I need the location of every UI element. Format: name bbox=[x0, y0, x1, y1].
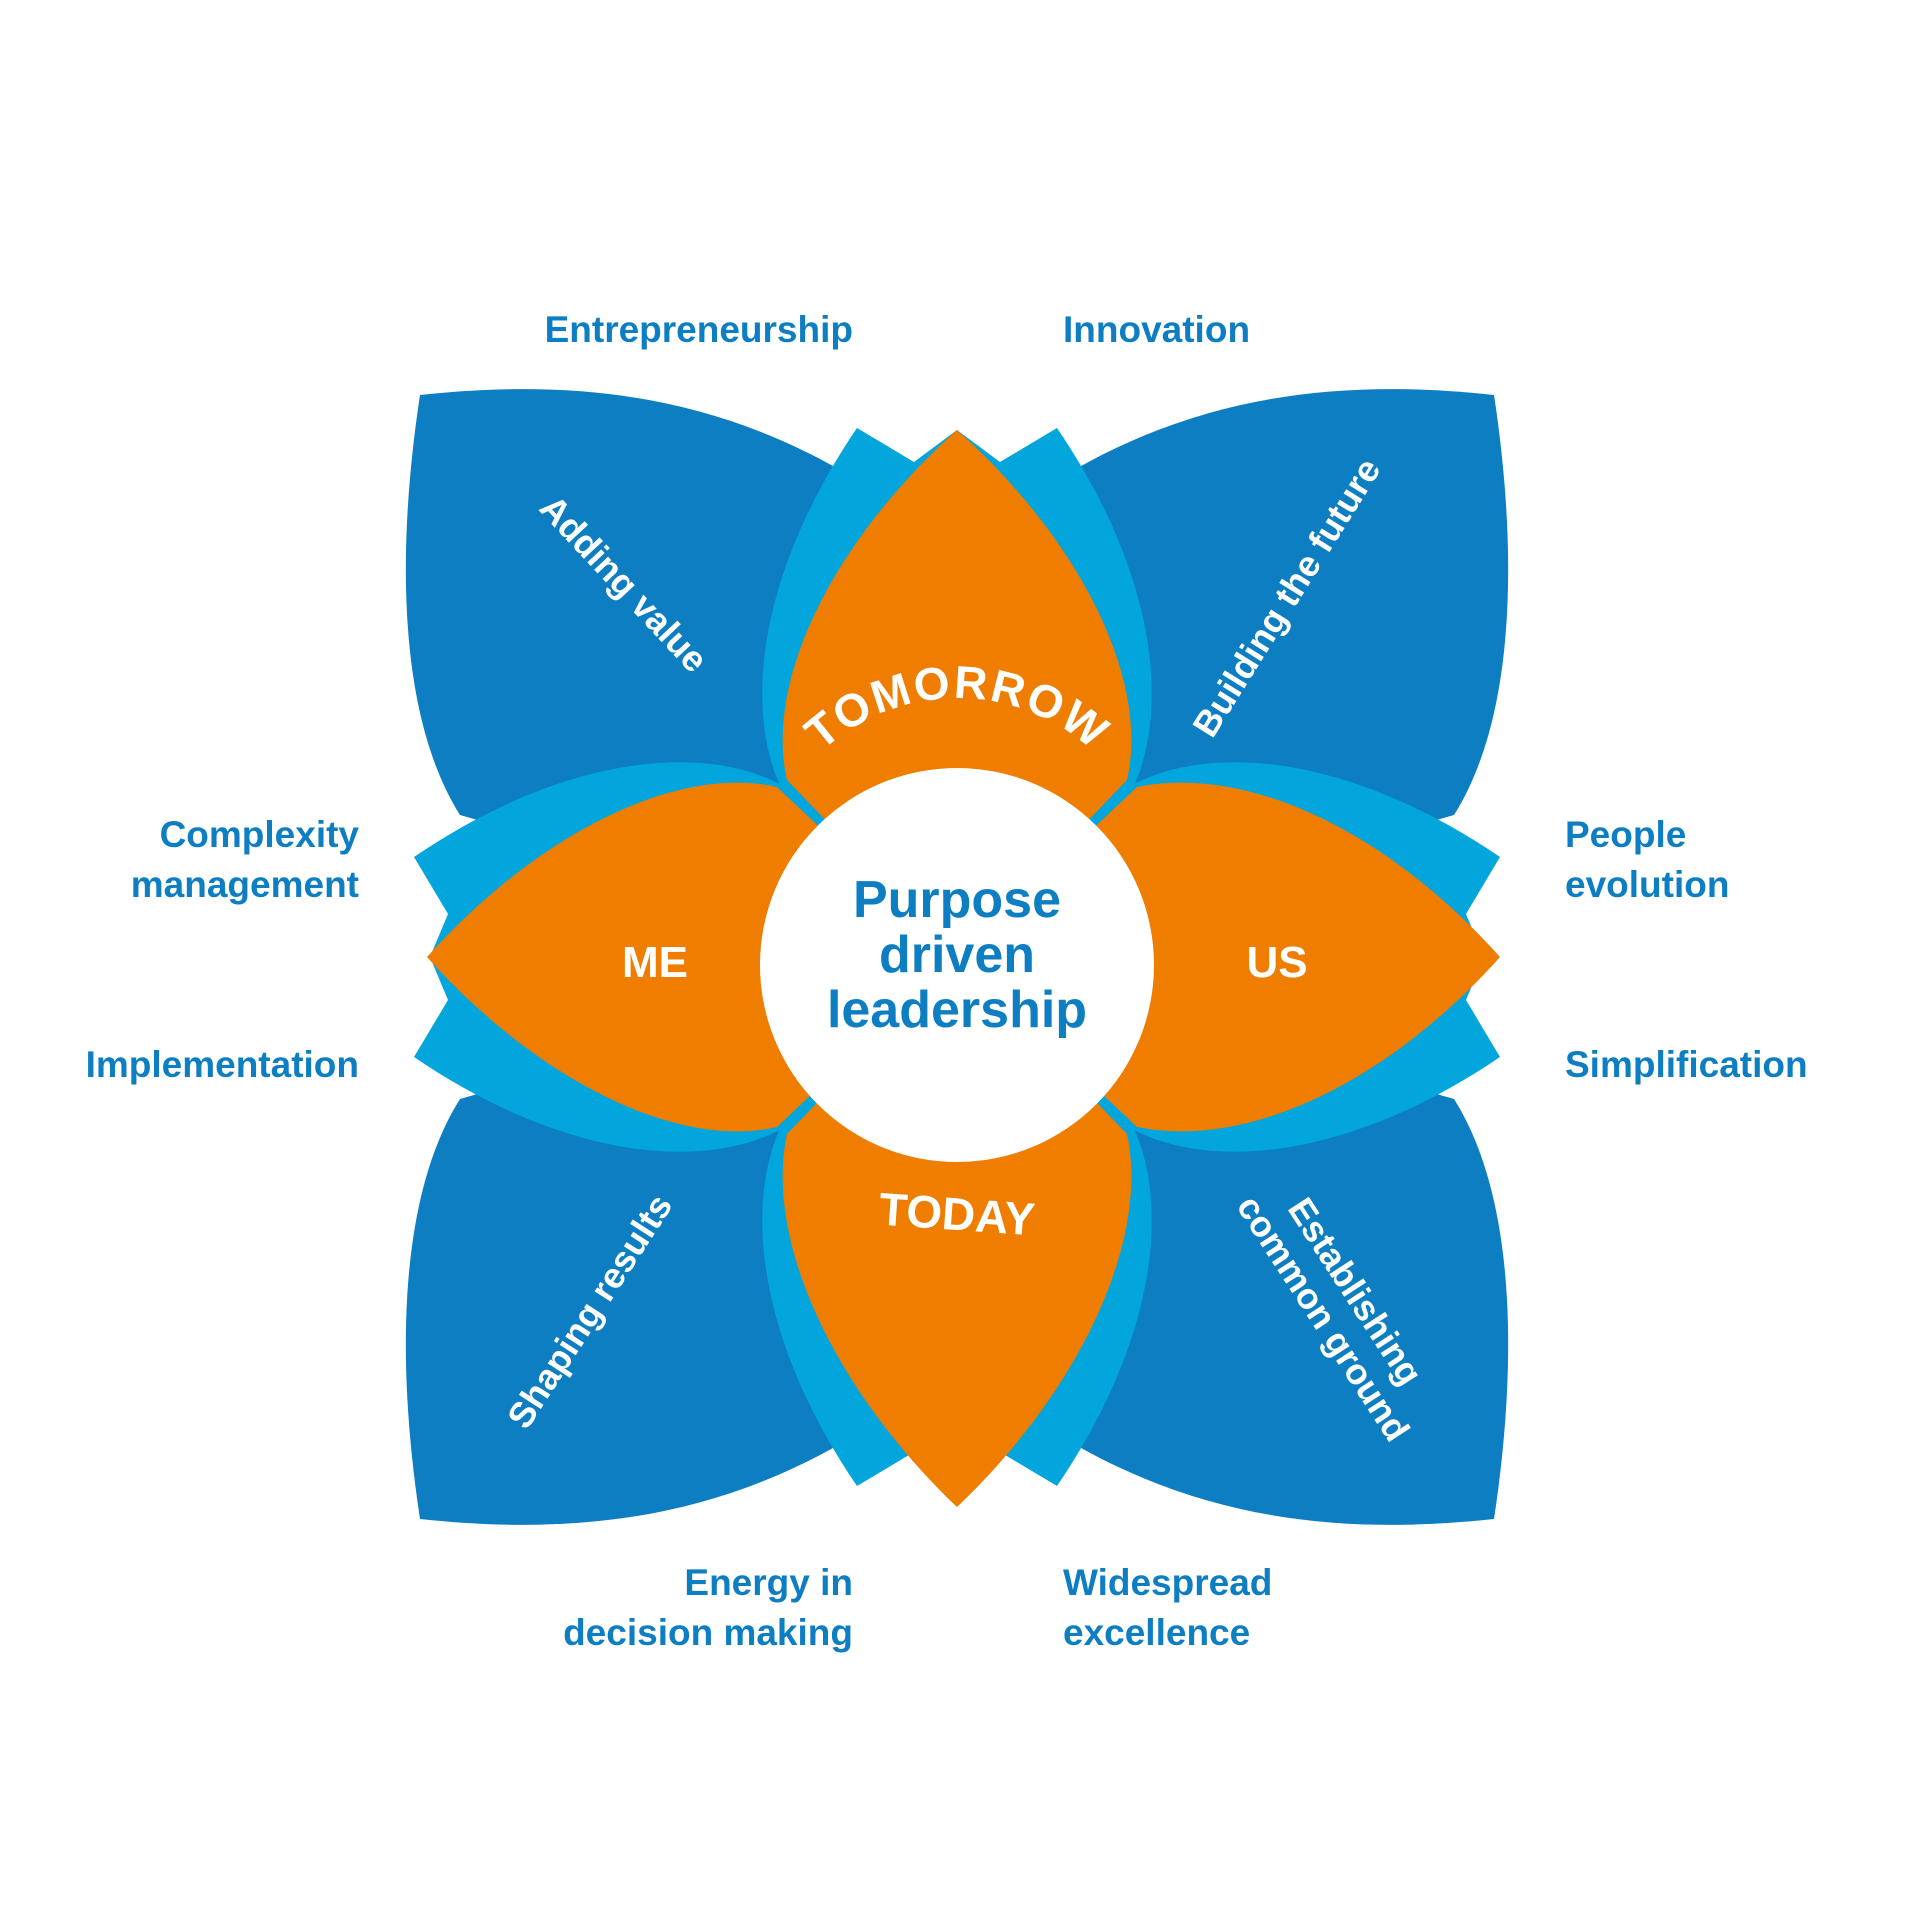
outer-label-energy-line-2: decision making bbox=[563, 1612, 853, 1653]
outer-label-energy-line-1: Energy in bbox=[684, 1562, 853, 1603]
outer-label-innovation: Innovation bbox=[1063, 305, 1250, 355]
outer-label-people-line-1: People bbox=[1565, 814, 1687, 855]
petal-label-right: US bbox=[1246, 938, 1307, 987]
petal-label-left: ME bbox=[622, 938, 688, 987]
outer-label-widespread-excellence: Widespread excellence bbox=[1063, 1558, 1272, 1658]
outer-label-innovation-line-1: Innovation bbox=[1063, 309, 1251, 350]
outer-label-complexity-line-1: Complexity bbox=[159, 814, 359, 855]
outer-label-implementation-line-1: Implementation bbox=[85, 1044, 359, 1085]
outer-label-entrepreneurship-line-1: Entrepreneurship bbox=[544, 309, 853, 350]
center-circle bbox=[760, 768, 1154, 1162]
outer-label-complexity-management: Complexity management bbox=[131, 810, 359, 910]
outer-label-people-evolution: People evolution bbox=[1565, 810, 1729, 910]
outer-label-widespread-line-2: excellence bbox=[1063, 1612, 1251, 1653]
center-title-line-1: Purpose bbox=[852, 871, 1062, 929]
outer-label-widespread-line-1: Widespread bbox=[1063, 1562, 1273, 1603]
outer-label-simplification-line-1: Simplification bbox=[1565, 1044, 1808, 1085]
center-title: Purpose driven leadership bbox=[757, 873, 1157, 1038]
outer-label-complexity-line-2: management bbox=[130, 864, 359, 905]
petal-label-bottom: TODAY bbox=[877, 1183, 1036, 1246]
outer-label-simplification: Simplification bbox=[1565, 1040, 1808, 1090]
center-title-line-2: driven bbox=[878, 926, 1036, 984]
outer-label-energy-in-decision-making: Energy in decision making bbox=[563, 1558, 853, 1658]
center-title-line-3: leadership bbox=[826, 981, 1088, 1039]
outer-label-implementation: Implementation bbox=[86, 1040, 359, 1090]
outer-label-entrepreneurship: Entrepreneurship bbox=[545, 305, 853, 355]
outer-label-people-line-2: evolution bbox=[1565, 864, 1730, 905]
